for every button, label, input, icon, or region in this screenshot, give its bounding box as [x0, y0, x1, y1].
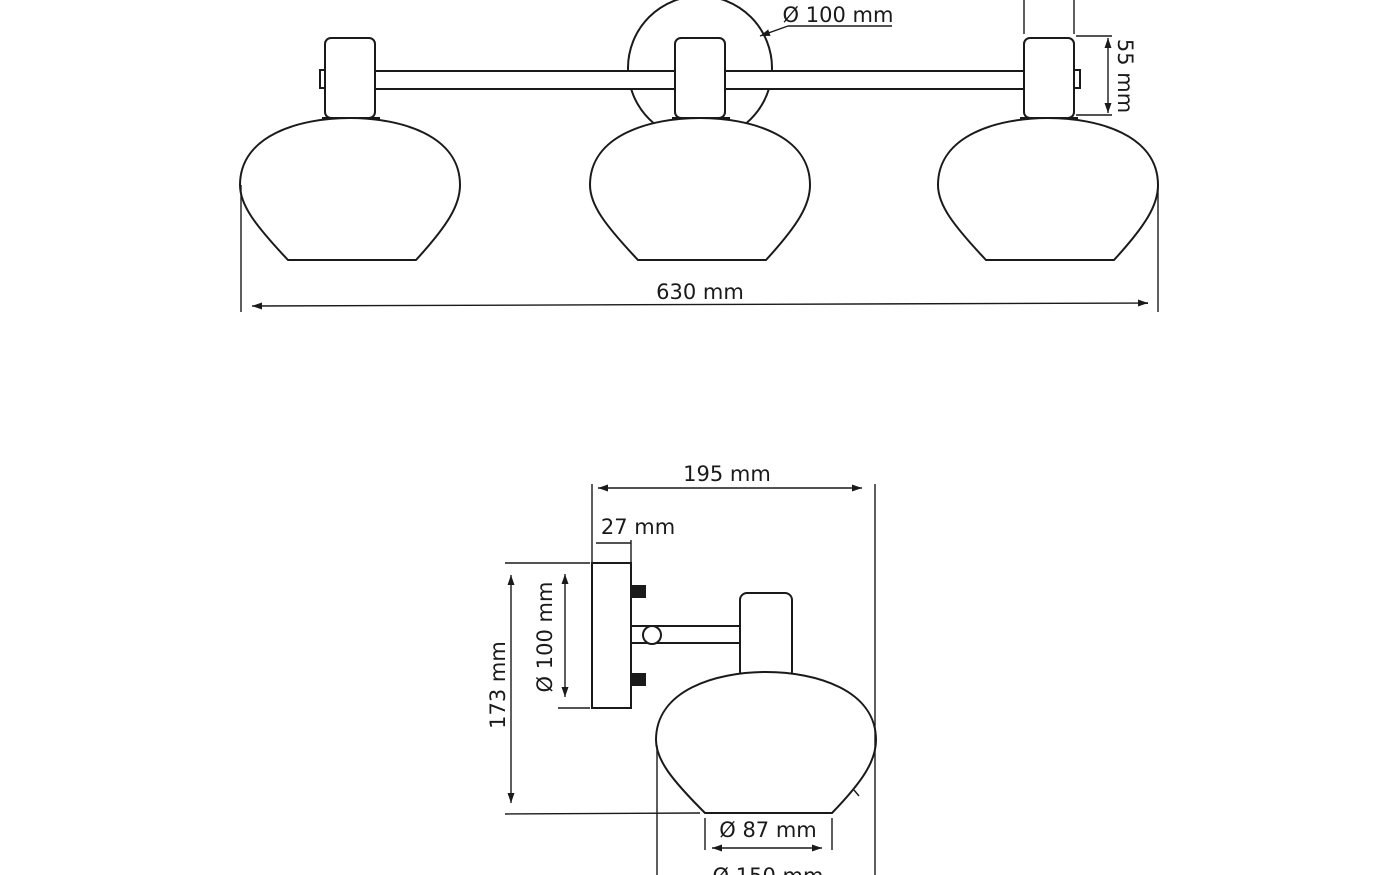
side-bottom-opening-label: Ø 87 mm — [719, 818, 817, 842]
side-screw-top — [631, 585, 646, 598]
front-lamp-middle — [588, 37, 812, 261]
side-base-thickness-dimension: 27 mm — [596, 515, 675, 562]
front-view: Ø 100 mm 55 mm 630 mm — [238, 0, 1160, 312]
side-bottom-opening-dimension: Ø 87 mm — [704, 818, 833, 852]
side-arm-joint — [642, 625, 662, 645]
side-wall-plate — [591, 562, 632, 709]
front-base-diameter-label: Ø 100 mm — [783, 3, 894, 27]
side-height-dimension: 173 mm — [486, 562, 701, 815]
side-base-diameter-label: Ø 100 mm — [533, 582, 557, 693]
side-base-thickness-label: 27 mm — [601, 515, 675, 539]
front-shade-right — [936, 116, 1160, 261]
front-holder-height-dimension: 55 mm — [1023, 0, 1137, 116]
front-total-width-dimension: 630 mm — [240, 185, 1159, 312]
side-depth-dimension: 195 mm — [591, 462, 876, 875]
side-screw-bottom — [631, 673, 646, 686]
side-shade — [654, 670, 878, 814]
side-shade-diameter-dimension: Ø 150 mm — [656, 745, 824, 875]
side-depth-label: 195 mm — [683, 462, 771, 486]
side-holder — [739, 592, 793, 679]
front-lamp-right — [936, 37, 1160, 261]
front-total-width-label: 630 mm — [656, 280, 744, 304]
side-view: 195 mm 27 mm Ø 100 mm 173 mm Ø 87 m — [486, 462, 878, 875]
front-base-diameter-dimension: Ø 100 mm — [759, 3, 894, 37]
front-shade-left — [238, 116, 462, 261]
front-shade-middle — [588, 116, 812, 261]
side-height-label: 173 mm — [486, 641, 510, 729]
side-base-diameter-dimension: Ø 100 mm — [533, 562, 590, 709]
front-holder-height-label: 55 mm — [1113, 39, 1137, 113]
side-shade-diameter-label: Ø 150 mm — [713, 864, 824, 875]
